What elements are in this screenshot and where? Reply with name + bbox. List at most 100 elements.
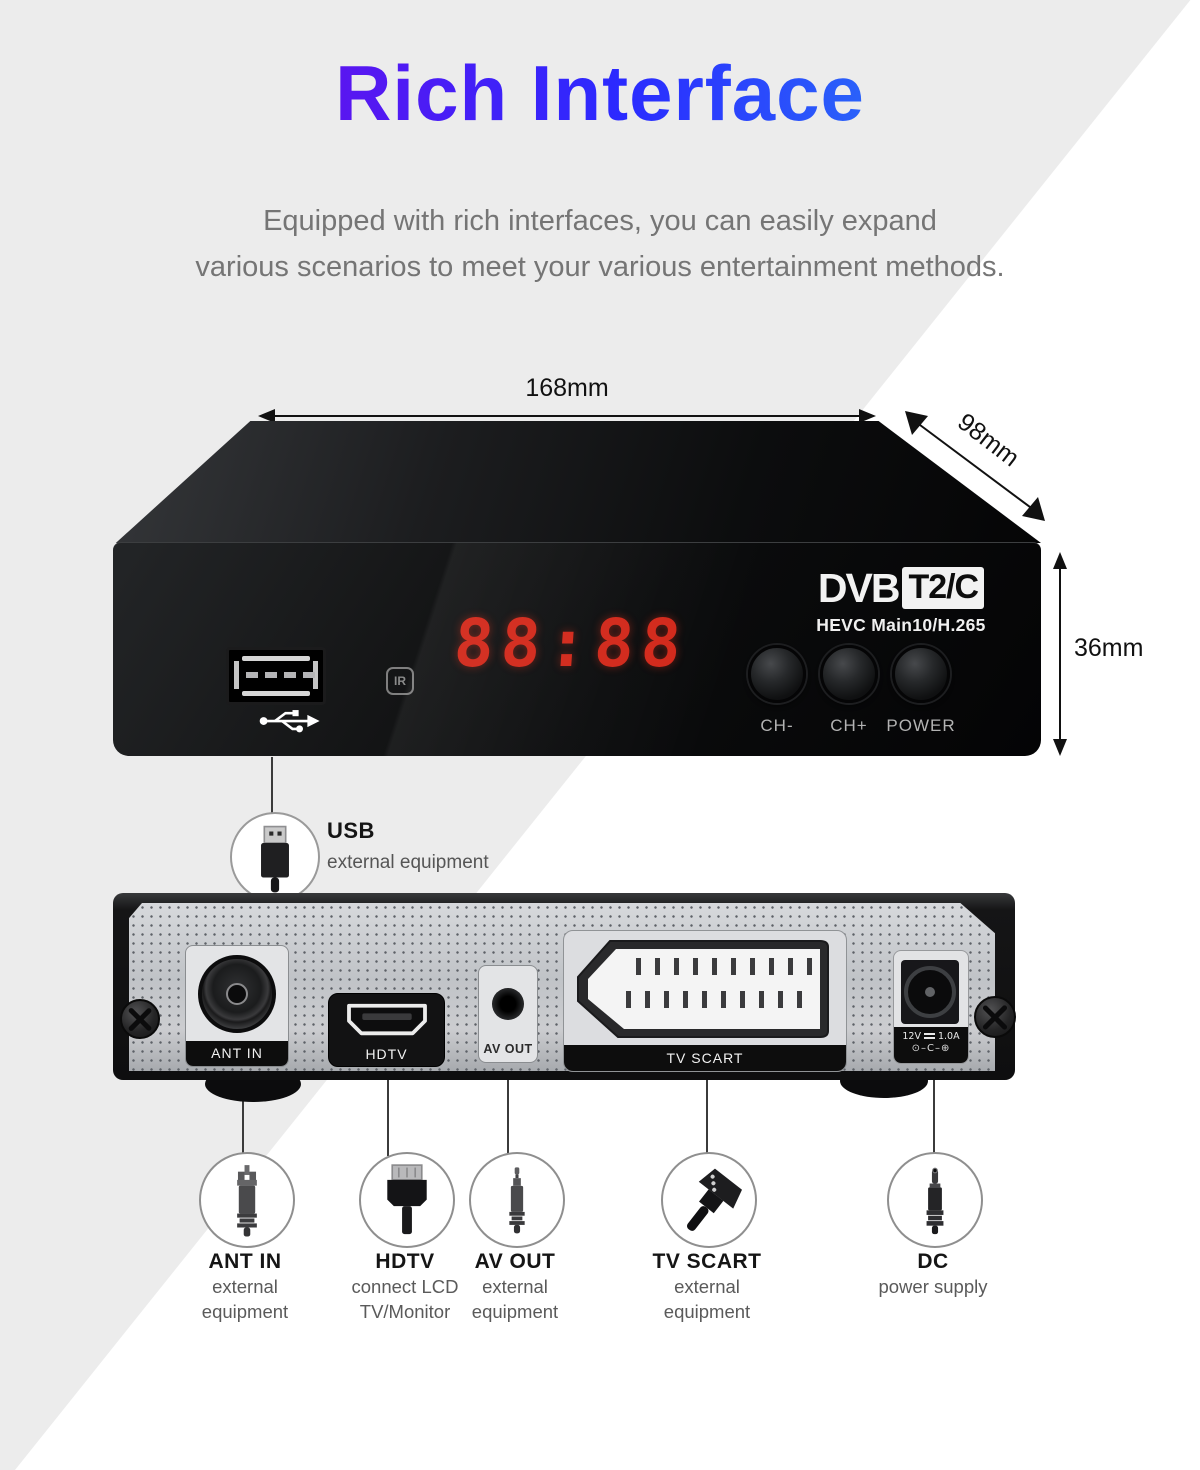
callout-title: ANT IN	[208, 1250, 282, 1273]
callout-desc-line: TV/Monitor	[359, 1301, 451, 1322]
hdtv-callout: HDTV connect LCD TV/Monitor	[315, 1250, 495, 1324]
arrowhead-down-icon	[1053, 739, 1067, 756]
page-title: Rich Interface	[0, 48, 1200, 139]
width-dimension: 168mm	[258, 374, 876, 424]
subtitle-line-2: various scenarios to meet your various e…	[195, 251, 1005, 283]
av-out-callout-circle	[469, 1152, 565, 1248]
width-dimension-label: 168mm	[525, 374, 609, 402]
callout-desc-line: external	[674, 1276, 740, 1297]
av-jack-icon	[492, 988, 524, 1020]
ant-in-port: ANT IN	[185, 945, 289, 1067]
arrowhead-left-icon	[258, 409, 275, 423]
depth-dimension-arrow	[905, 411, 1045, 521]
callout-line	[387, 1064, 389, 1156]
callout-desc-line: connect LCD	[351, 1276, 459, 1297]
hdtv-port: HDTV	[328, 993, 445, 1067]
tv-scart-port-label: TV SCART	[564, 1045, 846, 1071]
arrow-line	[268, 415, 866, 417]
button-knob-icon	[892, 645, 950, 703]
hdmi-connector-icon	[346, 1003, 427, 1036]
usb-plug-icon	[261, 825, 289, 893]
callout-title: HDTV	[375, 1250, 435, 1273]
width-dimension-arrow	[258, 408, 876, 424]
ch-minus-label: CH-	[760, 716, 794, 735]
tv-scart-callout: TV SCART external equipment	[617, 1250, 797, 1324]
codec-text: HEVC Main10/H.265	[816, 615, 986, 635]
callout-line	[933, 1060, 935, 1156]
dc-plug-icon	[926, 1167, 944, 1235]
brand-suffix-badge: T2/C	[902, 567, 985, 609]
scart-plug-icon	[686, 1168, 742, 1231]
dc-symbol-icon	[923, 1033, 935, 1040]
subtitle-line-1: Equipped with rich interfaces, you can e…	[263, 205, 937, 237]
arrowhead-up-icon	[1053, 552, 1067, 569]
usb-port	[226, 647, 326, 705]
callout-desc-line: power supply	[878, 1276, 988, 1297]
ant-in-callout-circle	[199, 1152, 295, 1248]
ant-in-callout: ANT IN external equipment	[155, 1250, 335, 1324]
callout-line	[242, 1064, 244, 1156]
usb-port-tongue	[242, 656, 310, 661]
usb-callout-line	[271, 757, 273, 814]
usb-callout: USB external equipment	[327, 818, 489, 874]
callout-title: AV OUT	[474, 1250, 556, 1273]
ch-plus-label: CH+	[830, 716, 868, 735]
tv-scart-callout-circle	[661, 1152, 757, 1248]
av-jack-plug-icon	[509, 1167, 525, 1234]
scart-connector-icon	[577, 940, 829, 1038]
device-front-panel: IR 88:88 DVB T2/C HEVC Main10/H.265 CH- …	[113, 542, 1041, 756]
usb-callout-circle	[230, 812, 320, 902]
ch-plus-button: CH+	[817, 645, 881, 736]
dc-callout-circle	[887, 1152, 983, 1248]
button-knob-icon	[820, 645, 878, 703]
brand-text: DVB	[817, 564, 901, 611]
button-knob-icon	[748, 645, 806, 703]
usb-callout-desc: external equipment	[327, 852, 489, 873]
usb-port-contacts	[246, 672, 315, 678]
hdtv-port-label: HDTV	[365, 1046, 408, 1062]
arrowhead-right-icon	[859, 409, 876, 423]
screw-icon	[120, 999, 160, 1039]
dc-polarity-icon: ⊙–C–⊕	[911, 1043, 951, 1054]
callout-desc-line: equipment	[471, 1301, 559, 1322]
dc-jack-pin	[925, 987, 935, 997]
power-label: POWER	[886, 716, 956, 735]
usb-port-shell	[313, 661, 318, 689]
front-buttons: CH- CH+ POWER	[745, 645, 956, 736]
usb-port-shell	[234, 661, 239, 689]
device-top-face	[115, 421, 1041, 543]
callout-line	[507, 1060, 509, 1156]
rca-plug-icon	[237, 1165, 257, 1237]
dc-current: 1.0A	[937, 1031, 960, 1042]
callout-desc-line: external	[482, 1276, 548, 1297]
dc-callout: DC power supply	[843, 1250, 1023, 1299]
callout-desc-line: external	[212, 1276, 278, 1297]
led-display: 88:88	[451, 605, 691, 682]
hdmi-plug-icon	[387, 1164, 427, 1235]
dc-rating-band: 12V 1.0A ⊙–C–⊕	[894, 1027, 968, 1063]
page-subtitle: Equipped with rich interfaces, you can e…	[0, 198, 1200, 290]
callout-title: TV SCART	[652, 1250, 762, 1273]
dc-in-port: 12V 1.0A ⊙–C–⊕	[893, 950, 969, 1064]
screw-icon	[974, 996, 1016, 1038]
callout-title: DC	[917, 1250, 949, 1273]
callout-line	[706, 1072, 708, 1156]
arrow-line	[1059, 562, 1061, 746]
power-button: POWER	[886, 645, 956, 736]
height-dimension-arrow	[1052, 552, 1068, 756]
ir-sensor-icon: IR	[386, 667, 414, 695]
tv-scart-port: TV SCART	[563, 930, 847, 1072]
usb-callout-title: USB	[327, 818, 375, 843]
av-out-port-label: AV OUT	[483, 1042, 533, 1056]
brand-logo-row: DVB T2/C	[781, 565, 1021, 611]
ch-minus-button: CH-	[745, 645, 809, 736]
dc-voltage: 12V	[902, 1031, 921, 1042]
rf-connector-pin	[226, 983, 248, 1005]
callout-desc-line: equipment	[663, 1301, 751, 1322]
callout-desc-line: equipment	[201, 1301, 289, 1322]
dc-rating-label: 12V 1.0A	[894, 1031, 968, 1042]
dc-jack-icon	[901, 960, 959, 1024]
usb-port-tongue	[242, 691, 310, 696]
rf-connector-icon	[198, 955, 276, 1033]
dc-jack-barrel	[904, 966, 956, 1018]
